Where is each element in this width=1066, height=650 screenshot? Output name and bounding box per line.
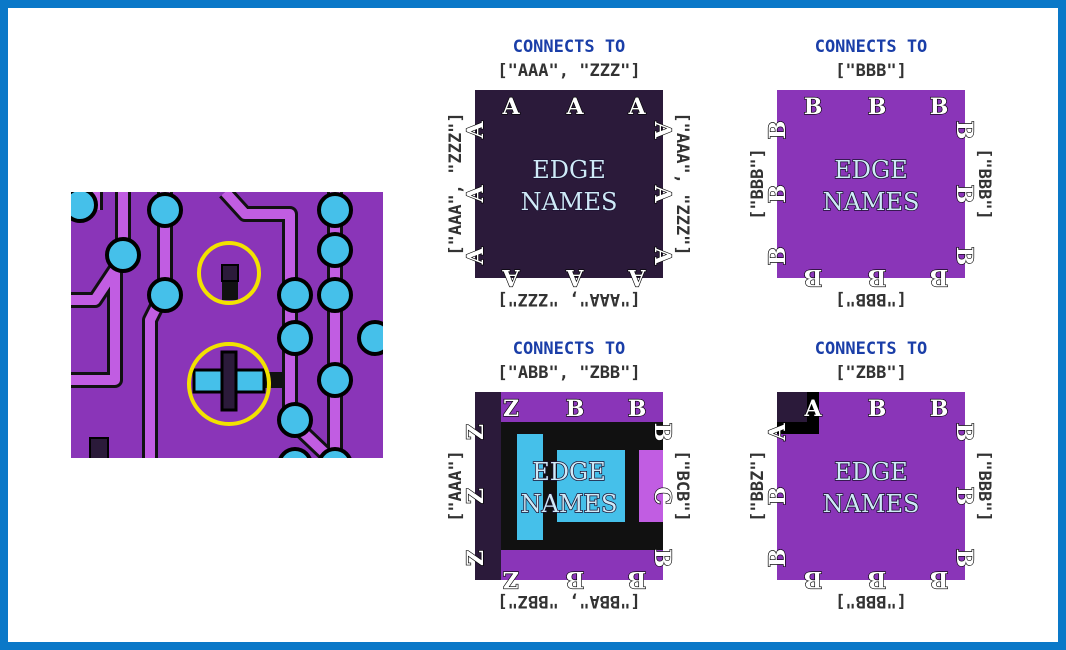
tile-2: CONNECTS TO["BBB"]["BBB"]["BBB"]["BBB"]B…: [748, 37, 994, 309]
top-edge-letter: B: [868, 94, 887, 120]
tile-3: CONNECTS TO ["ABB", "ZBB"] ["BBA", "BBZ"] […: [446, 339, 692, 611]
left-edge-label: ["AAA", "ZZZ"]: [446, 112, 466, 255]
top-edge-letter: A: [803, 396, 822, 422]
right-edge-letter: B: [951, 121, 977, 140]
bottom-edge-letter: B: [868, 264, 887, 290]
top-edge-letter: A: [501, 94, 520, 120]
bottom-edge-letter: B: [868, 566, 887, 592]
right-edge-label: ["AAA", "ZZZ"]: [672, 112, 692, 255]
corner-dark: [777, 392, 807, 422]
right-edge-letter: B: [951, 247, 977, 266]
tile-body: [777, 90, 965, 278]
connects-to-header: CONNECTS TO: [815, 37, 928, 57]
top-edge-label: ["AAA", "ZZZ"]: [497, 61, 640, 81]
center-label-line2: NAMES: [521, 188, 618, 216]
left-edge-letter: B: [765, 487, 791, 506]
center-label-line1: EDGE: [532, 458, 605, 486]
top-edge-letter: B: [930, 94, 949, 120]
left-edge-letter: Z: [463, 424, 489, 440]
bottom-edge-letter: Z: [503, 566, 519, 592]
tile-body: [475, 90, 663, 278]
right-edge-letter: B: [951, 487, 977, 506]
light-purple-pad: [639, 450, 663, 522]
connects-to-header: CONNECTS TO: [815, 339, 928, 359]
right-edge-label: ["BBB"]: [974, 148, 994, 220]
right-edge-letter: A: [649, 184, 675, 203]
tile-4: CONNECTS TO ["ZBB"] ["BBB"] ["BBZ"] ["BBB"] A…: [748, 339, 994, 611]
bottom-edge-letter: B: [804, 264, 823, 290]
top-edge-letter: Z: [503, 396, 519, 422]
left-edge-label: ["AAA"]: [446, 450, 466, 522]
top-edge-letter: A: [627, 94, 646, 120]
bottom-edge-letter: A: [502, 264, 521, 290]
right-edge-letter: B: [951, 549, 977, 568]
left-edge-letter: Z: [463, 488, 489, 504]
right-edge-label: ["BCB"]: [672, 450, 692, 522]
right-edge-letter: B: [649, 549, 675, 568]
tiles-layer: CONNECTS TO ["AAA", "ZZZ"] ["AAA", "ZZZ"] […: [446, 37, 994, 611]
left-edge-letter: A: [463, 247, 489, 266]
right-edge-letter: B: [951, 423, 977, 442]
center-label-line2: NAMES: [823, 188, 920, 216]
top-edge-letter: B: [930, 396, 949, 422]
left-edge-letter: Z: [463, 550, 489, 566]
left-edge-letter: B: [765, 185, 791, 204]
tile-1: CONNECTS TO ["AAA", "ZZZ"] ["AAA", "ZZZ"] […: [446, 37, 692, 309]
bottom-edge-letter: B: [566, 566, 585, 592]
bottom-edge-letter: B: [930, 566, 949, 592]
bottom-edge-letter: A: [566, 264, 585, 290]
cyan-bar: [517, 434, 543, 540]
bottom-edge-letter: A: [628, 264, 647, 290]
bottom-edge-letter: B: [930, 264, 949, 290]
center-label-line2: NAMES: [823, 490, 920, 518]
top-edge-letter: B: [566, 396, 585, 422]
center-label-line1: EDGE: [532, 156, 605, 184]
left-edge-letter: B: [765, 549, 791, 568]
top-edge-letter: A: [565, 94, 584, 120]
left-edge-letter: B: [765, 121, 791, 140]
right-edge-letter: C: [649, 487, 675, 505]
connects-to-header: CONNECTS TO: [513, 37, 626, 57]
top-edge-letter: B: [868, 396, 887, 422]
top-edge-label: ["BBB"]: [835, 61, 907, 81]
bottom-edge-label: ["BBA", "BBZ"]: [497, 591, 640, 611]
bottom-edge-letter: B: [628, 566, 647, 592]
dark-strip: [475, 392, 501, 580]
bottom-edge-label: ["BBB"]: [835, 289, 907, 309]
left-edge-label: ["BBB"]: [748, 148, 768, 220]
bottom-edge-letter: B: [804, 566, 823, 592]
cyan-pad: [557, 450, 625, 522]
center-label-line1: EDGE: [834, 458, 907, 486]
bottom-edge-label: ["AAA", "ZZZ"]: [497, 289, 640, 309]
right-edge-letter: A: [649, 246, 675, 265]
left-edge-label: ["BBZ"]: [748, 450, 768, 522]
top-edge-letter: B: [628, 396, 647, 422]
right-edge-label: ["BBB"]: [974, 450, 994, 522]
connects-to-header: CONNECTS TO: [513, 339, 626, 359]
top-edge-label: ["ABB", "ZBB"]: [497, 363, 640, 383]
right-edge-letter: B: [649, 423, 675, 442]
highlight-circles: [187, 241, 271, 426]
center-label-line1: EDGE: [834, 156, 907, 184]
right-edge-letter: A: [649, 120, 675, 139]
center-label-line2: NAMES: [521, 490, 618, 518]
left-edge-letter: A: [463, 185, 489, 204]
circuit-texture-preview: [71, 192, 383, 458]
left-edge-letter: A: [463, 121, 489, 140]
right-edge-letter: B: [951, 185, 977, 204]
top-edge-label: ["ZBB"]: [835, 363, 907, 383]
left-edge-letter: A: [765, 423, 791, 442]
top-edge-letter: B: [804, 94, 823, 120]
left-edge-letter: B: [765, 247, 791, 266]
bottom-edge-label: ["BBB"]: [835, 591, 907, 611]
